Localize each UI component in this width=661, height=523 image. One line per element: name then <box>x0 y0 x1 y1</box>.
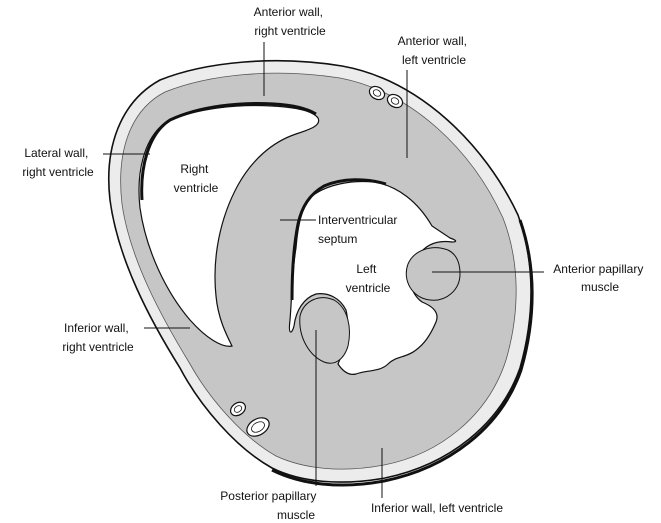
label-anterior-wall-lv: Anterior wall, left ventricle <box>398 34 471 67</box>
label-inferior-wall-lv: Inferior wall, left ventricle <box>371 501 503 515</box>
label-lateral-wall-rv: Lateral wall, right ventricle <box>22 146 94 179</box>
label-anterior-papillary: Anterior papillary muscle <box>553 262 646 294</box>
anterior-papillary-muscle <box>406 248 460 301</box>
label-posterior-papillary: Posterior papillary muscle <box>220 489 319 522</box>
label-inferior-wall-rv: Inferior wall, right ventricle <box>62 321 134 354</box>
label-anterior-wall-rv: Anterior wall, right ventricle <box>254 5 327 38</box>
